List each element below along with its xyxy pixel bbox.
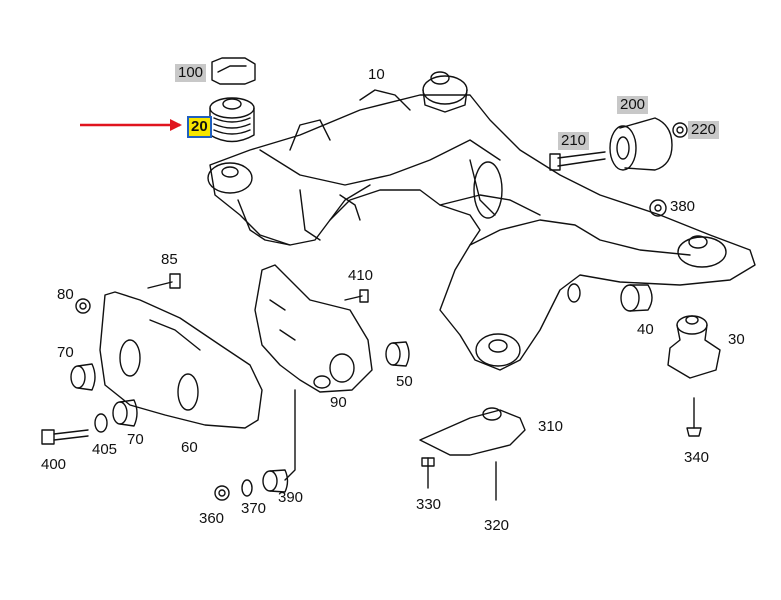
bushing-part-70-b <box>112 399 138 427</box>
cap-part-100 <box>211 57 256 85</box>
bushing-part-20 <box>209 97 255 143</box>
bushing-part-70-a <box>70 363 96 391</box>
bushing-part-50 <box>385 341 410 367</box>
bolt-part-85 <box>147 273 181 289</box>
part-label-410: 410 <box>348 267 374 284</box>
part-label-20-highlighted[interactable]: 20 <box>187 116 212 138</box>
mount-bottom <box>475 333 521 367</box>
part-label-390: 390 <box>278 489 304 506</box>
part-label-310: 310 <box>538 418 564 435</box>
bushing-part-40 <box>567 283 653 312</box>
part-label-200: 200 <box>617 96 649 114</box>
part-label-60: 60 <box>181 439 198 456</box>
mount-top-right <box>422 71 468 113</box>
mount-part-30 <box>667 315 721 379</box>
part-label-70-left: 70 <box>57 344 74 361</box>
part-label-90: 90 <box>330 394 347 411</box>
bolt-part-400 <box>41 429 89 445</box>
bushing-part-200 <box>609 117 673 171</box>
part-label-85: 85 <box>161 251 178 268</box>
part-label-380: 380 <box>670 198 696 215</box>
part-label-360: 360 <box>199 510 225 527</box>
part-label-70-right: 70 <box>127 431 144 448</box>
part-label-210: 210 <box>558 132 590 150</box>
axle-carrier-part-10 <box>209 89 756 371</box>
part-label-340: 340 <box>684 449 710 466</box>
bolt-part-210 <box>549 151 606 171</box>
part-label-400: 400 <box>41 456 67 473</box>
part-label-10: 10 <box>368 66 385 83</box>
part-label-30: 30 <box>728 331 745 348</box>
washer-part-405 <box>94 413 108 433</box>
nut-part-380 <box>649 199 667 217</box>
bracket-part-90 <box>254 264 373 481</box>
bracket-part-310 <box>419 407 526 456</box>
part-label-330: 330 <box>416 496 442 513</box>
nut-part-80 <box>75 298 91 314</box>
part-label-320: 320 <box>484 517 510 534</box>
nut-part-360 <box>214 485 230 501</box>
part-label-40: 40 <box>637 321 654 338</box>
bushing-part-390 <box>262 469 289 493</box>
plate-part-60 <box>99 291 263 429</box>
mount-front-left <box>207 162 253 194</box>
part-label-370: 370 <box>241 500 267 517</box>
part-label-100: 100 <box>175 64 207 82</box>
highlight-arrow <box>80 119 182 131</box>
part-label-405: 405 <box>92 441 118 458</box>
bolt-part-340 <box>686 397 702 437</box>
part-label-220: 220 <box>688 121 720 139</box>
bolt-part-410 <box>344 289 369 303</box>
part-label-80: 80 <box>57 286 74 303</box>
part-label-50: 50 <box>396 373 413 390</box>
mount-right <box>677 235 727 268</box>
washer-part-370 <box>241 479 253 497</box>
bolt-part-330 <box>421 457 435 489</box>
nut-part-220 <box>672 122 688 138</box>
